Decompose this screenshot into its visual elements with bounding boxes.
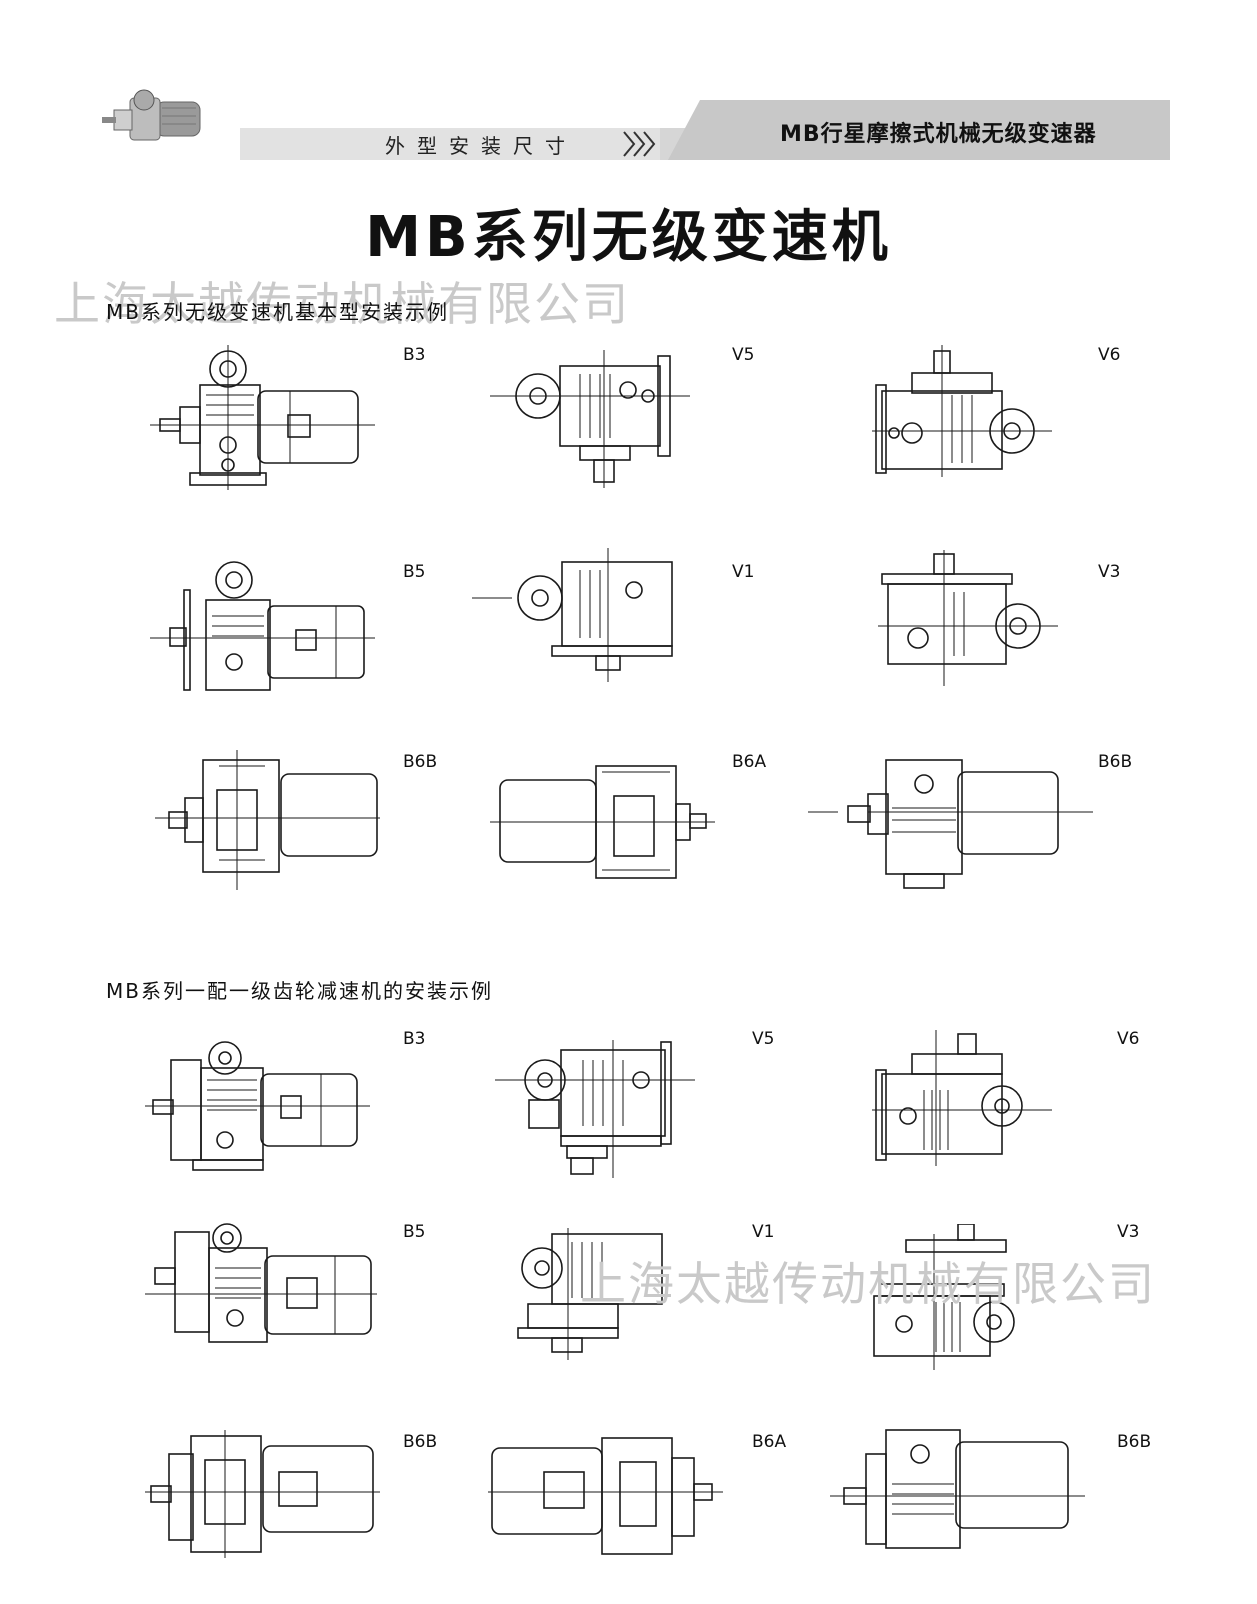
header-brand-band [668, 100, 1170, 160]
b5-mounting-diagram [150, 561, 375, 691]
b6b-reducer-mounting-diagram [830, 1429, 1085, 1549]
b6b-reducer-mounting-diagram [145, 1430, 380, 1558]
mount-code-label: B6A [732, 752, 767, 772]
v6-mounting-diagram [872, 345, 1052, 477]
v5-mounting-diagram [490, 350, 690, 488]
motor-thumbnail-icon [102, 89, 201, 141]
watermark-top: 上海太越传动机械有限公司 [54, 277, 630, 331]
header-brand-title: MB行星摩擦式机械无级变速器 [780, 122, 1097, 147]
b3-mounting-diagram [150, 345, 375, 490]
mount-code-label: B3 [403, 1029, 426, 1049]
v3-reducer-mounting-diagram [873, 1224, 1015, 1370]
header-section-label: 外型安装尺寸 [385, 134, 577, 158]
b6b-mounting-diagram [808, 759, 1093, 889]
page-title: MB系列无级变速机 [365, 205, 892, 270]
mount-code-label: B3 [403, 345, 426, 365]
mount-code-label: V1 [752, 1222, 775, 1242]
watermark-bottom: 上海太越传动机械有限公司 [580, 1257, 1156, 1311]
b3-reducer-mounting-diagram [145, 1041, 370, 1171]
b6a-mounting-diagram [490, 765, 715, 879]
b5-reducer-mounting-diagram [145, 1223, 377, 1343]
chevron-right-icon [623, 131, 656, 157]
mount-code-label: B6B [1117, 1432, 1152, 1452]
section1-title: MB系列无级变速机基本型安装示例 [106, 300, 449, 324]
mount-code-label: V6 [1117, 1029, 1140, 1049]
v1-mounting-diagram [472, 548, 673, 682]
v1-reducer-mounting-diagram [517, 1228, 663, 1360]
header-tab [240, 128, 660, 160]
mount-code-label: V5 [752, 1029, 775, 1049]
section2-title: MB系列一配一级齿轮减速机的安装示例 [106, 979, 493, 1003]
mount-code-label: V3 [1117, 1222, 1140, 1242]
mount-code-label: B5 [403, 562, 426, 582]
v5-reducer-mounting-diagram [495, 1040, 695, 1178]
mount-code-label: B6B [403, 1432, 438, 1452]
mount-code-label: B6B [1098, 752, 1133, 772]
b6b-mounting-diagram [155, 750, 380, 890]
b6a-reducer-mounting-diagram [488, 1437, 723, 1555]
mount-code-label: B6A [752, 1432, 787, 1452]
v6-reducer-mounting-diagram [872, 1030, 1052, 1166]
mount-code-label: V1 [732, 562, 755, 582]
mount-code-label: B5 [403, 1222, 426, 1242]
mount-code-label: V3 [1098, 562, 1121, 582]
mount-code-label: B6B [403, 752, 438, 772]
mount-code-label: V5 [732, 345, 755, 365]
v3-mounting-diagram [878, 550, 1058, 686]
mount-code-label: V6 [1098, 345, 1121, 365]
